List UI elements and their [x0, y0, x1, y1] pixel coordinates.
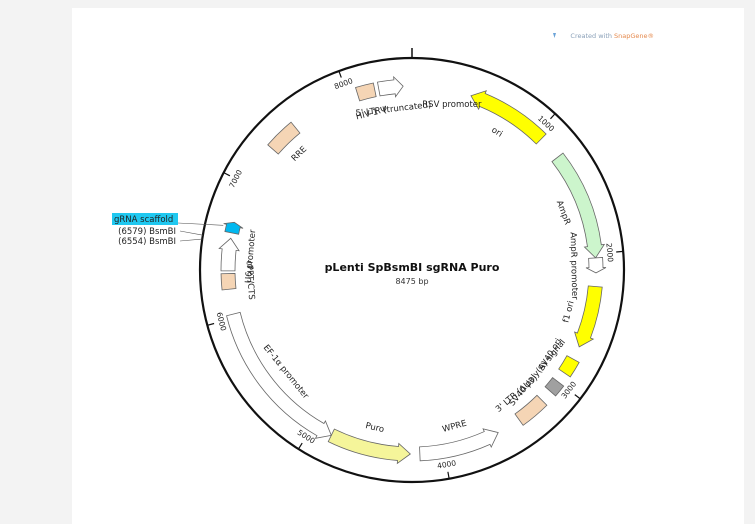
plasmid-map: Created with SnapGene® 10002000300040005…	[112, 32, 654, 484]
tick-mark	[574, 394, 581, 400]
feature-arrow[interactable]	[218, 237, 240, 272]
feature-cppt-cts[interactable]: cPPT/CTS	[220, 260, 256, 300]
rsv-promoter-label: RSV promoter	[422, 100, 482, 110]
tick-mark	[549, 113, 556, 120]
feature-label: gRNA scaffold	[114, 215, 173, 225]
watermark-brand: SnapGene®	[614, 32, 654, 40]
feature-label: 5' LTR (truncated)	[355, 100, 432, 119]
feature-label: cPPT/CTS	[244, 260, 256, 300]
plasmid-name: pLenti SpBsmBI sgRNA Puro	[325, 261, 500, 274]
feature-arrow[interactable]	[573, 285, 603, 348]
plasmid-length: 8475 bp	[395, 277, 428, 286]
tick-mark	[207, 322, 215, 326]
feature-ef-1-promoter[interactable]: EF-1α promoter	[226, 311, 332, 439]
tick-label: 8000	[333, 76, 354, 91]
feature-label: Puro	[364, 421, 385, 435]
feature-label: f1 ori	[561, 300, 576, 324]
feature-label: AmpR promoter	[568, 232, 580, 300]
feature-arrow[interactable]	[551, 152, 606, 259]
tick-mark	[297, 442, 303, 450]
feature-arrow[interactable]	[355, 82, 377, 102]
feature-u6-promoter[interactable]: U6 promoter	[218, 229, 259, 284]
snapgene-watermark: Created with SnapGene®	[553, 32, 654, 40]
site-label: (6554) BsmBI	[118, 237, 176, 247]
feature-label: ori	[489, 125, 504, 139]
feature-puro[interactable]: Puro	[327, 421, 411, 465]
feature-label: WPRE	[441, 419, 468, 435]
feature-arrow[interactable]	[327, 428, 411, 465]
feature-arrow[interactable]	[544, 377, 565, 397]
feature-wpre[interactable]: WPRE	[419, 419, 499, 462]
site-leader	[179, 230, 203, 236]
feature-arrow[interactable]	[514, 394, 548, 426]
feature-arrow[interactable]	[220, 273, 237, 291]
site-label: (6579) BsmBI	[118, 227, 176, 237]
feature-arrow[interactable]	[226, 311, 332, 439]
feature-label: U6 promoter	[244, 229, 259, 284]
center-title: pLenti SpBsmBI sgRNA Puro 8475 bp	[325, 261, 500, 286]
feature-arrow[interactable]	[267, 121, 301, 155]
watermark-prefix: Created with	[570, 32, 612, 40]
feature-leader	[177, 222, 224, 226]
tick-mark	[447, 471, 450, 479]
tick-label: 2000	[604, 243, 615, 263]
tick-mark	[616, 250, 624, 253]
tick-label: 4000	[436, 458, 457, 470]
feature-f1-ori[interactable]: f1 ori	[561, 285, 603, 348]
feature-ori[interactable]: ori	[470, 90, 547, 145]
tick-label: 7000	[227, 168, 244, 189]
feature-label-bg	[112, 213, 178, 225]
site-leader	[179, 238, 203, 242]
feature-arrow[interactable]	[558, 355, 580, 378]
feature-arrow[interactable]	[377, 75, 404, 98]
feature-arrow[interactable]	[223, 221, 244, 235]
feature-label: RRE	[290, 145, 309, 164]
feature-ampr-promoter[interactable]: AmpR promoter	[568, 232, 607, 300]
feature-grna-scaffold[interactable]: gRNA scaffold	[112, 213, 244, 235]
site-group: (6579) BsmBI(6554) BsmBI	[118, 227, 203, 247]
tick-label: 3000	[559, 380, 578, 401]
feature-arrow[interactable]	[419, 428, 499, 462]
tick-label: 6000	[215, 311, 229, 332]
tick-mark	[223, 172, 231, 177]
tick-mark	[338, 70, 342, 78]
feature-label: AmpR	[554, 199, 572, 226]
snapgene-logo-icon	[553, 33, 556, 38]
feature-arrow[interactable]	[470, 90, 547, 145]
feature-rre[interactable]: RRE	[267, 121, 309, 164]
feature-arrow[interactable]	[585, 257, 607, 274]
